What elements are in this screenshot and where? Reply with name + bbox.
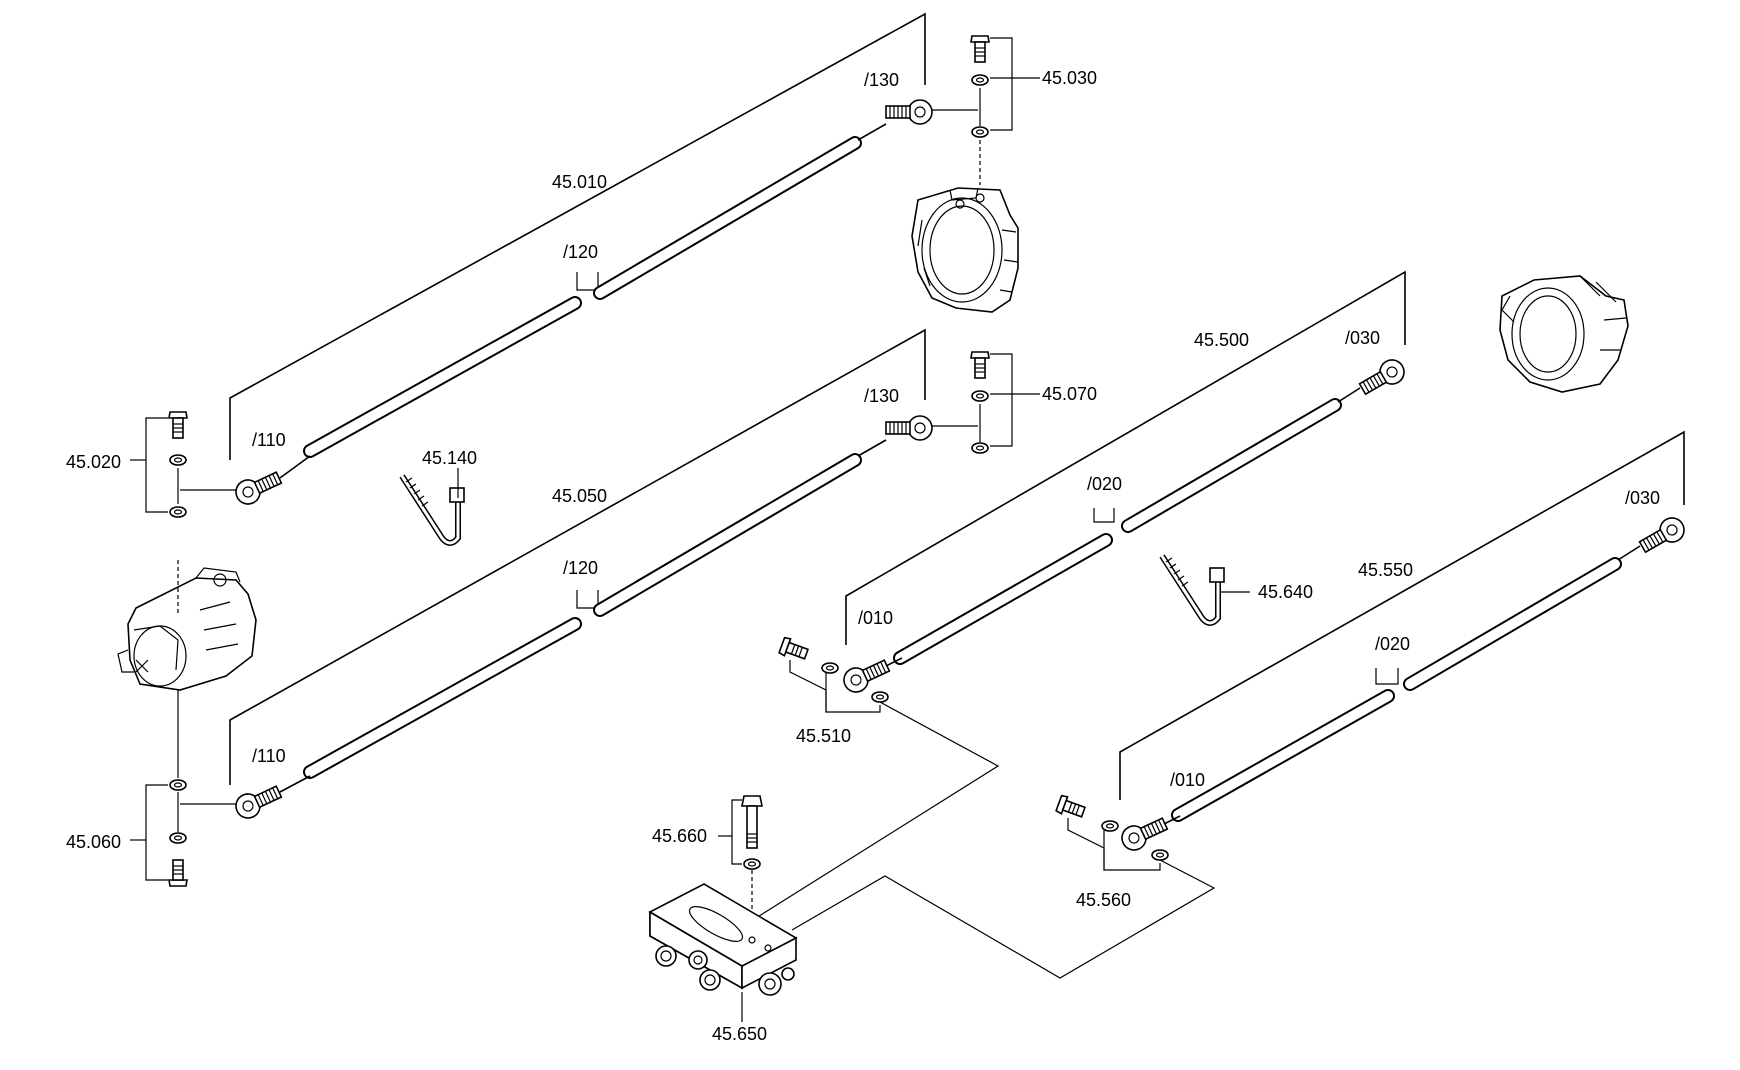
banjo-fitting-110: [231, 465, 285, 509]
label-120: /120: [563, 558, 598, 578]
banjo-fitting-130: [885, 415, 933, 441]
banjo-bolt-set-45-560: [1054, 793, 1169, 871]
label-45-640: 45.640: [1258, 582, 1313, 602]
label-010: /010: [1170, 770, 1205, 790]
label-120: /120: [563, 242, 598, 262]
label-45-650: 45.650: [712, 1024, 767, 1044]
pipe-assembly-45-550: [791, 430, 1690, 979]
banjo-fitting-110: [231, 779, 285, 823]
transmission-housing-icon: [911, 187, 1019, 313]
bolt-45-660: [718, 795, 763, 930]
cable-tie-clip-45-640: [1162, 556, 1224, 623]
label-010: /010: [858, 608, 893, 628]
label-45-510: 45.510: [796, 726, 851, 746]
transmission-housing-icon: [1499, 275, 1629, 393]
label-020: /020: [1375, 634, 1410, 654]
banjo-bolt-set-45-020: [130, 411, 236, 518]
banjo-fitting-010: [839, 653, 893, 697]
pipe-assembly-45-050: [117, 328, 1040, 887]
label-45-140: 45.140: [422, 448, 477, 468]
label-45-060: 45.060: [66, 832, 121, 852]
banjo-bolt-set-45-060: [130, 690, 236, 887]
banjo-fitting-130: [885, 99, 933, 125]
label-030: /030: [1345, 328, 1380, 348]
label-110: /110: [252, 430, 286, 450]
label-110: /110: [252, 746, 286, 766]
banjo-bolt-set-45-510: [777, 635, 889, 713]
banjo-bolt-set-45-070: [932, 351, 1040, 454]
banjo-fitting-010: [1117, 811, 1171, 855]
label-45-070: 45.070: [1042, 384, 1097, 404]
label-45-560: 45.560: [1076, 890, 1131, 910]
label-45-010: 45.010: [552, 172, 607, 192]
banjo-bolt-set-45-030: [932, 35, 1040, 185]
label-020: /020: [1087, 474, 1122, 494]
valve-block-45-650: [648, 795, 798, 1022]
banjo-fitting-030: [1635, 512, 1690, 559]
banjo-fitting-030: [1355, 354, 1410, 401]
pipe-assembly-45-010: [130, 12, 1040, 543]
label-45-660: 45.660: [652, 826, 707, 846]
label-45-500: 45.500: [1194, 330, 1249, 350]
callout-labels: 45.010 /120 /130 45.030 45.020 /110 45.1…: [66, 68, 1660, 1044]
label-45-550: 45.550: [1358, 560, 1413, 580]
hydraulic-pump-icon: [117, 560, 257, 691]
cable-tie-clip-45-140: [402, 476, 464, 543]
label-45-030: 45.030: [1042, 68, 1097, 88]
label-45-020: 45.020: [66, 452, 121, 472]
label-030: /030: [1625, 488, 1660, 508]
label-45-050: 45.050: [552, 486, 607, 506]
pipe-assembly-45-500: [738, 270, 1629, 959]
label-130: /130: [864, 70, 899, 90]
label-130: /130: [864, 386, 899, 406]
